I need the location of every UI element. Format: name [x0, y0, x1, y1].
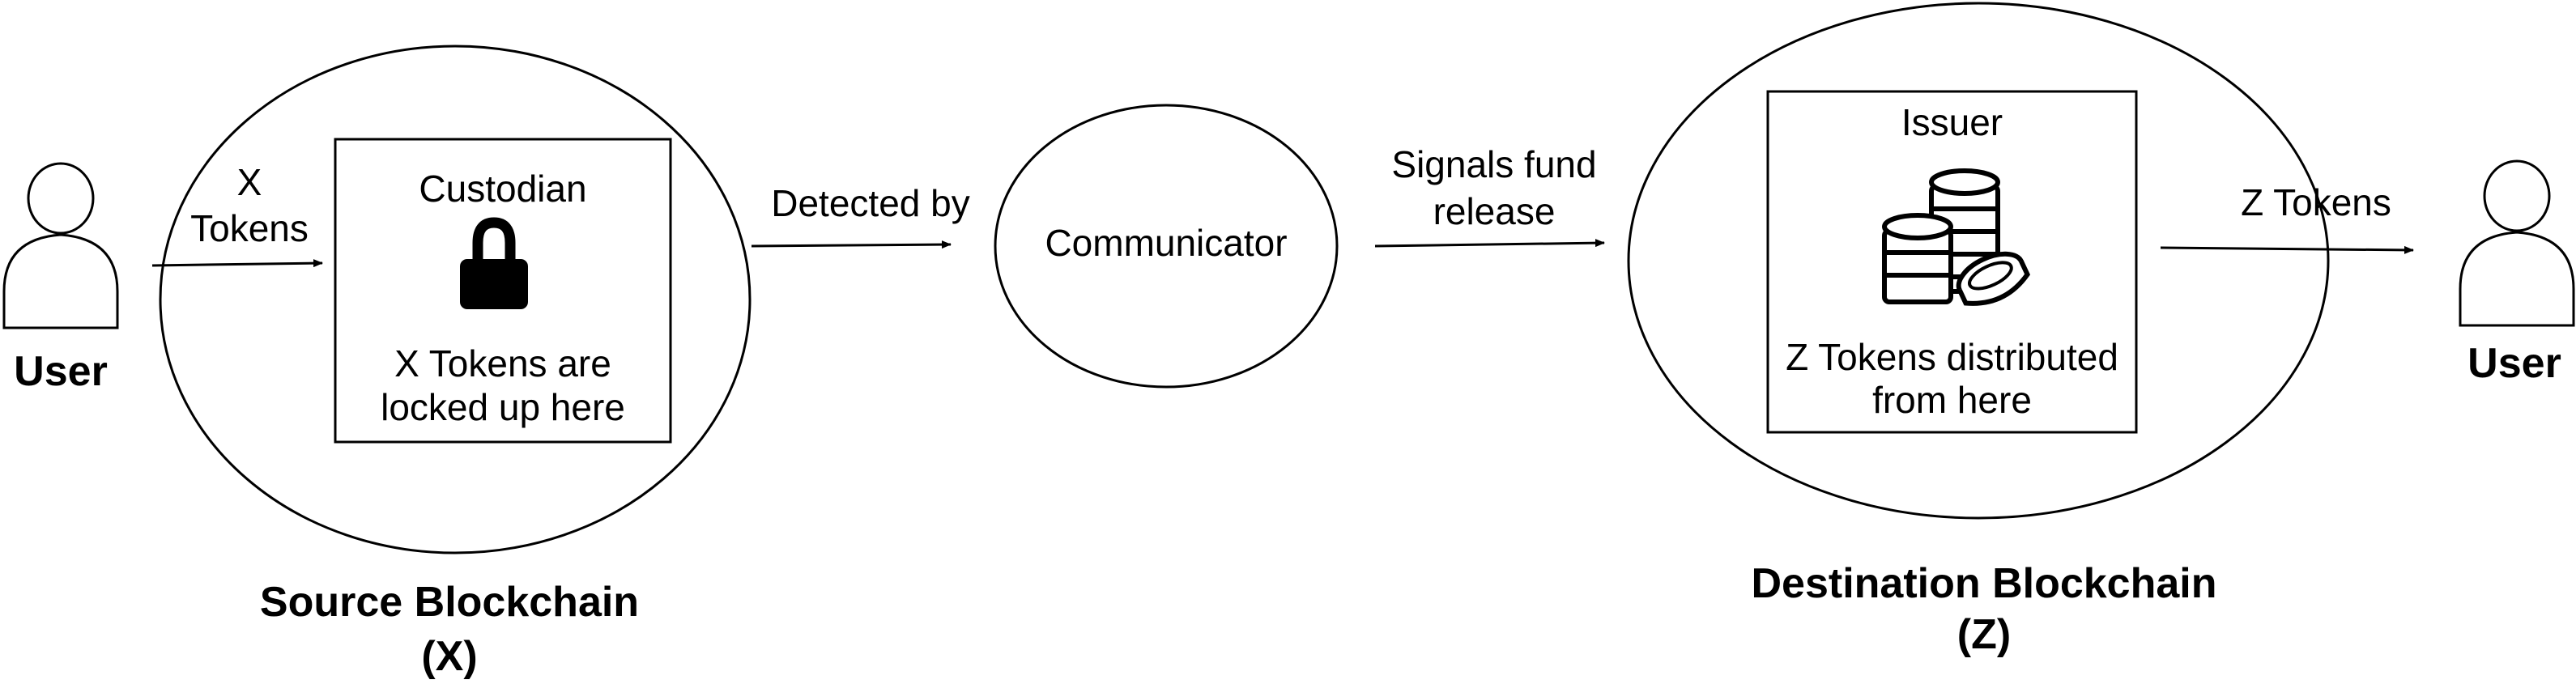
destination-blockchain-subtitle: (Z): [1956, 611, 2012, 658]
user-icon-right: [2459, 159, 2575, 327]
communicator-ellipse: [994, 104, 1339, 389]
issuer-box: [1766, 90, 2138, 434]
custodian-box: [334, 138, 672, 444]
lock-icon: [460, 217, 528, 309]
custodian-title: Custodian: [419, 168, 587, 210]
communicator-label: Communicator: [1045, 222, 1288, 264]
edge-label-x-tokens-line2: Tokens: [190, 207, 309, 249]
source-blockchain-subtitle: (X): [421, 633, 478, 680]
issuer-desc-line2: from here: [1872, 379, 2032, 421]
arrow-user-to-custodian: [151, 259, 323, 268]
edge-label-detected-by: Detected by: [771, 182, 970, 224]
arrow-custodian-to-communicator: [751, 240, 952, 249]
edge-label-signals-line2: release: [1433, 190, 1556, 232]
edge-label-signals-line1: Signals fund: [1391, 143, 1597, 185]
custodian-desc-line1: X Tokens are: [394, 342, 611, 384]
user-label-left: User: [14, 348, 108, 395]
destination-blockchain-ellipse: [1627, 2, 2330, 520]
issuer-title: Issuer: [1901, 101, 2003, 143]
source-blockchain-ellipse: [159, 45, 752, 554]
arrow-communicator-to-issuer: [1374, 239, 1605, 248]
issuer-desc-line1: Z Tokens distributed: [1786, 336, 2118, 378]
destination-blockchain-title: Destination Blockchain: [1751, 560, 2217, 607]
edge-label-z-tokens: Z Tokens: [2241, 181, 2391, 223]
custodian-desc-line2: locked up here: [381, 386, 625, 428]
coins-icon: [1882, 168, 2031, 306]
arrow-issuer-to-user: [2160, 245, 2414, 254]
source-blockchain-title: Source Blockchain: [259, 579, 640, 626]
user-label-right: User: [2467, 340, 2561, 387]
edge-label-x-tokens-line1: X: [236, 161, 262, 203]
user-icon-left: [2, 162, 119, 329]
